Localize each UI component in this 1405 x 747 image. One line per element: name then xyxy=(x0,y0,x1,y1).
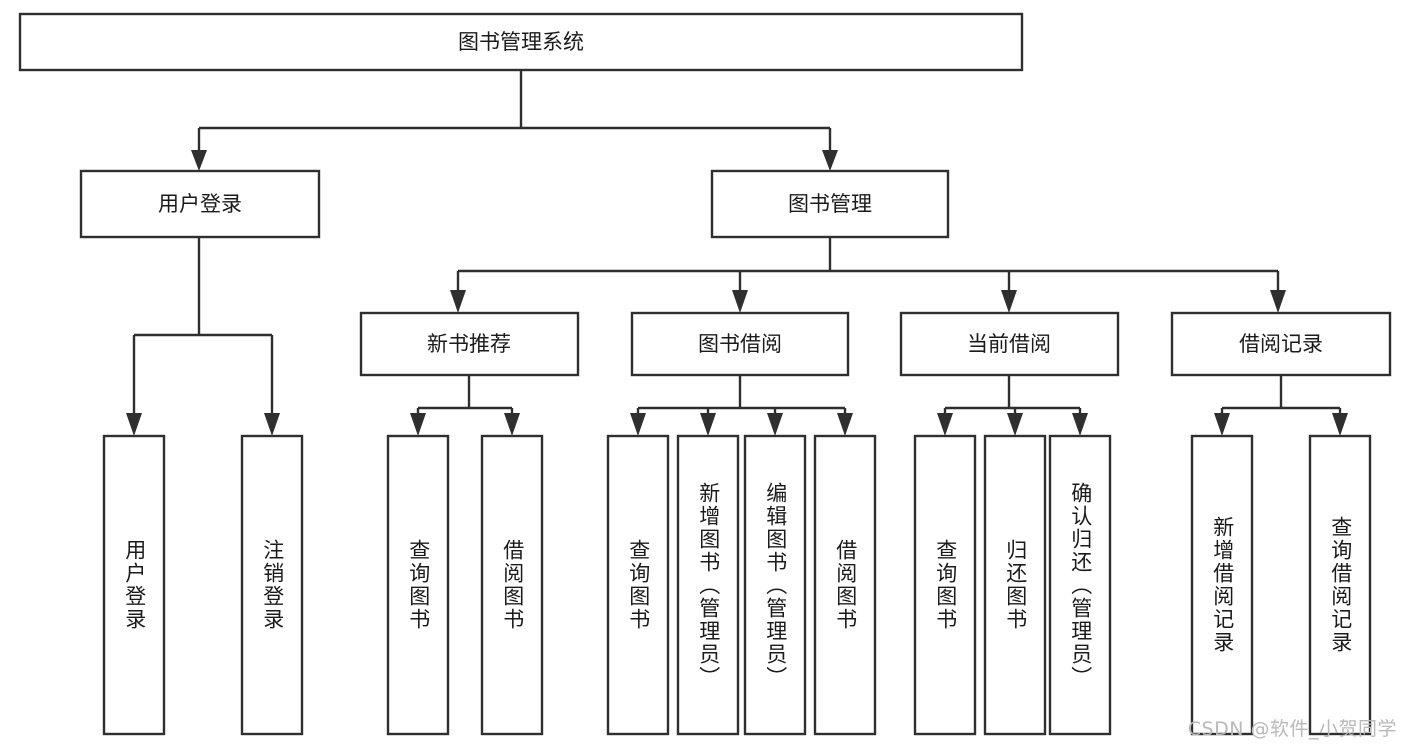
arrow-to-leaf-user-login xyxy=(126,413,142,436)
leaf-br-add-record[interactable]: 新增借阅记录 xyxy=(1190,434,1254,736)
node-book-borrow[interactable]: 图书借阅 xyxy=(630,311,850,377)
leaf-cb-return-book[interactable]: 归还图书 xyxy=(983,434,1047,736)
arrow-to-user-login xyxy=(191,150,207,171)
leaf-nbr-borrow-book-label: 借阅图书 xyxy=(500,539,525,631)
arrow-to-leaf-bb-3 xyxy=(767,413,783,436)
node-root-label: 图书管理系统 xyxy=(458,30,584,54)
leaf-cb-query-book[interactable]: 查询图书 xyxy=(913,434,977,736)
node-borrow-record-label: 借阅记录 xyxy=(1239,332,1323,356)
arrow-to-current-borrow xyxy=(1001,290,1017,313)
node-current-borrow-label: 当前借阅 xyxy=(967,332,1051,356)
arrow-to-book-manage xyxy=(822,150,838,171)
arrow-to-leaf-bb-4 xyxy=(837,413,853,436)
arrow-to-leaf-br-1 xyxy=(1214,413,1230,436)
leaf-bb-add-book-label: 新增图书（管理员） xyxy=(696,481,721,689)
arrow-to-new-book-rec xyxy=(450,290,466,313)
leaf-br-query-record-label: 查询借阅记录 xyxy=(1328,516,1353,654)
leaf-bb-query-book[interactable]: 查询图书 xyxy=(606,434,670,736)
node-book-manage-label: 图书管理 xyxy=(788,192,872,216)
arrow-to-leaf-bb-2 xyxy=(700,413,716,436)
node-book-borrow-label: 图书借阅 xyxy=(698,332,782,356)
arrow-to-leaf-cb-1 xyxy=(937,413,953,436)
arrow-to-leaf-bb-1 xyxy=(630,413,646,436)
leaf-bb-add-book[interactable]: 新增图书（管理员） xyxy=(676,434,740,736)
arrow-to-leaf-br-2 xyxy=(1332,413,1348,436)
arrow-to-borrow-record xyxy=(1270,290,1286,313)
leaf-cb-query-book-label: 查询图书 xyxy=(933,539,958,631)
leaf-bb-borrow-book[interactable]: 借阅图书 xyxy=(813,434,877,736)
arrow-to-leaf-nbr-2 xyxy=(504,413,520,436)
leaf-br-add-record-label: 新增借阅记录 xyxy=(1210,516,1235,654)
arrow-to-book-borrow xyxy=(732,290,748,313)
leaf-nbr-borrow-book[interactable]: 借阅图书 xyxy=(480,434,544,736)
leaf-nbr-query-book[interactable]: 查询图书 xyxy=(386,434,450,736)
node-user-login-label: 用户登录 xyxy=(158,192,242,216)
leaf-bb-edit-book-label: 编辑图书（管理员） xyxy=(763,481,788,689)
leaf-cb-confirm-return-label: 确认归还（管理员） xyxy=(1068,481,1093,689)
node-new-book-rec-label: 新书推荐 xyxy=(427,332,511,356)
leaf-logout-label: 注销登录 xyxy=(260,539,285,631)
leaf-bb-borrow-book-label: 借阅图书 xyxy=(833,539,858,631)
leaf-user-login[interactable]: 用户登录 xyxy=(102,434,166,736)
leaf-cb-confirm-return[interactable]: 确认归还（管理员） xyxy=(1048,434,1112,736)
arrow-to-leaf-logout xyxy=(264,413,280,436)
leaf-user-login-label: 用户登录 xyxy=(122,539,147,631)
node-borrow-record[interactable]: 借阅记录 xyxy=(1170,311,1392,377)
leaf-cb-return-book-label: 归还图书 xyxy=(1003,539,1028,631)
node-user-login[interactable]: 用户登录 xyxy=(79,169,321,239)
node-current-borrow[interactable]: 当前借阅 xyxy=(899,311,1120,377)
arrow-to-leaf-nbr-1 xyxy=(410,413,426,436)
arrow-to-leaf-cb-3 xyxy=(1072,413,1088,436)
leaf-bb-query-book-label: 查询图书 xyxy=(626,539,651,631)
leaf-bb-edit-book[interactable]: 编辑图书（管理员） xyxy=(743,434,807,736)
leaf-br-query-record[interactable]: 查询借阅记录 xyxy=(1308,434,1372,736)
node-new-book-rec[interactable]: 新书推荐 xyxy=(359,311,580,377)
node-book-manage[interactable]: 图书管理 xyxy=(710,169,950,239)
node-root[interactable]: 图书管理系统 xyxy=(18,12,1024,72)
arrow-to-leaf-cb-2 xyxy=(1007,413,1023,436)
leaf-logout[interactable]: 注销登录 xyxy=(240,434,304,736)
leaf-nbr-query-book-label: 查询图书 xyxy=(406,539,431,631)
